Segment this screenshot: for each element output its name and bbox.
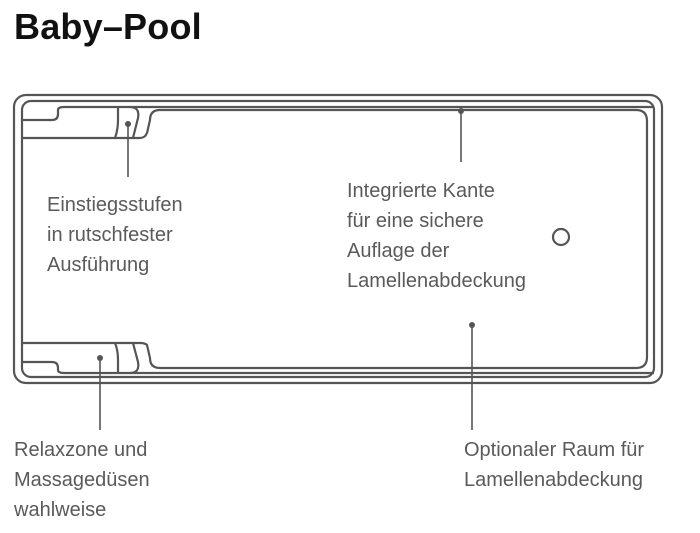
label-integrated-edge: Integrierte Kante für eine sichere Aufla… — [347, 180, 527, 292]
step-bottom-3 — [129, 342, 140, 375]
pool-basin — [22, 108, 649, 370]
pool-inner-rim — [20, 99, 656, 379]
leader-lines — [99, 111, 473, 430]
label-optional-space: Optionaler Raum für Lamellenabdeckung — [464, 439, 645, 491]
label-relax-zone: Relaxzone und Massagedüsen wahlweise — [14, 439, 150, 521]
step-top-2 — [113, 107, 120, 139]
step-bottom-2 — [113, 342, 120, 373]
leader-dots — [97, 108, 475, 361]
page-title: Baby–Pool — [14, 6, 202, 47]
step-top-3 — [129, 105, 140, 139]
step-bottom-1 — [22, 360, 654, 375]
massage-nozzle-icon — [551, 227, 571, 247]
label-steps: Einstiegsstufen in rutschfester Ausführu… — [47, 194, 183, 276]
step-top-1 — [22, 105, 654, 122]
pool-outer-rim — [12, 93, 664, 385]
